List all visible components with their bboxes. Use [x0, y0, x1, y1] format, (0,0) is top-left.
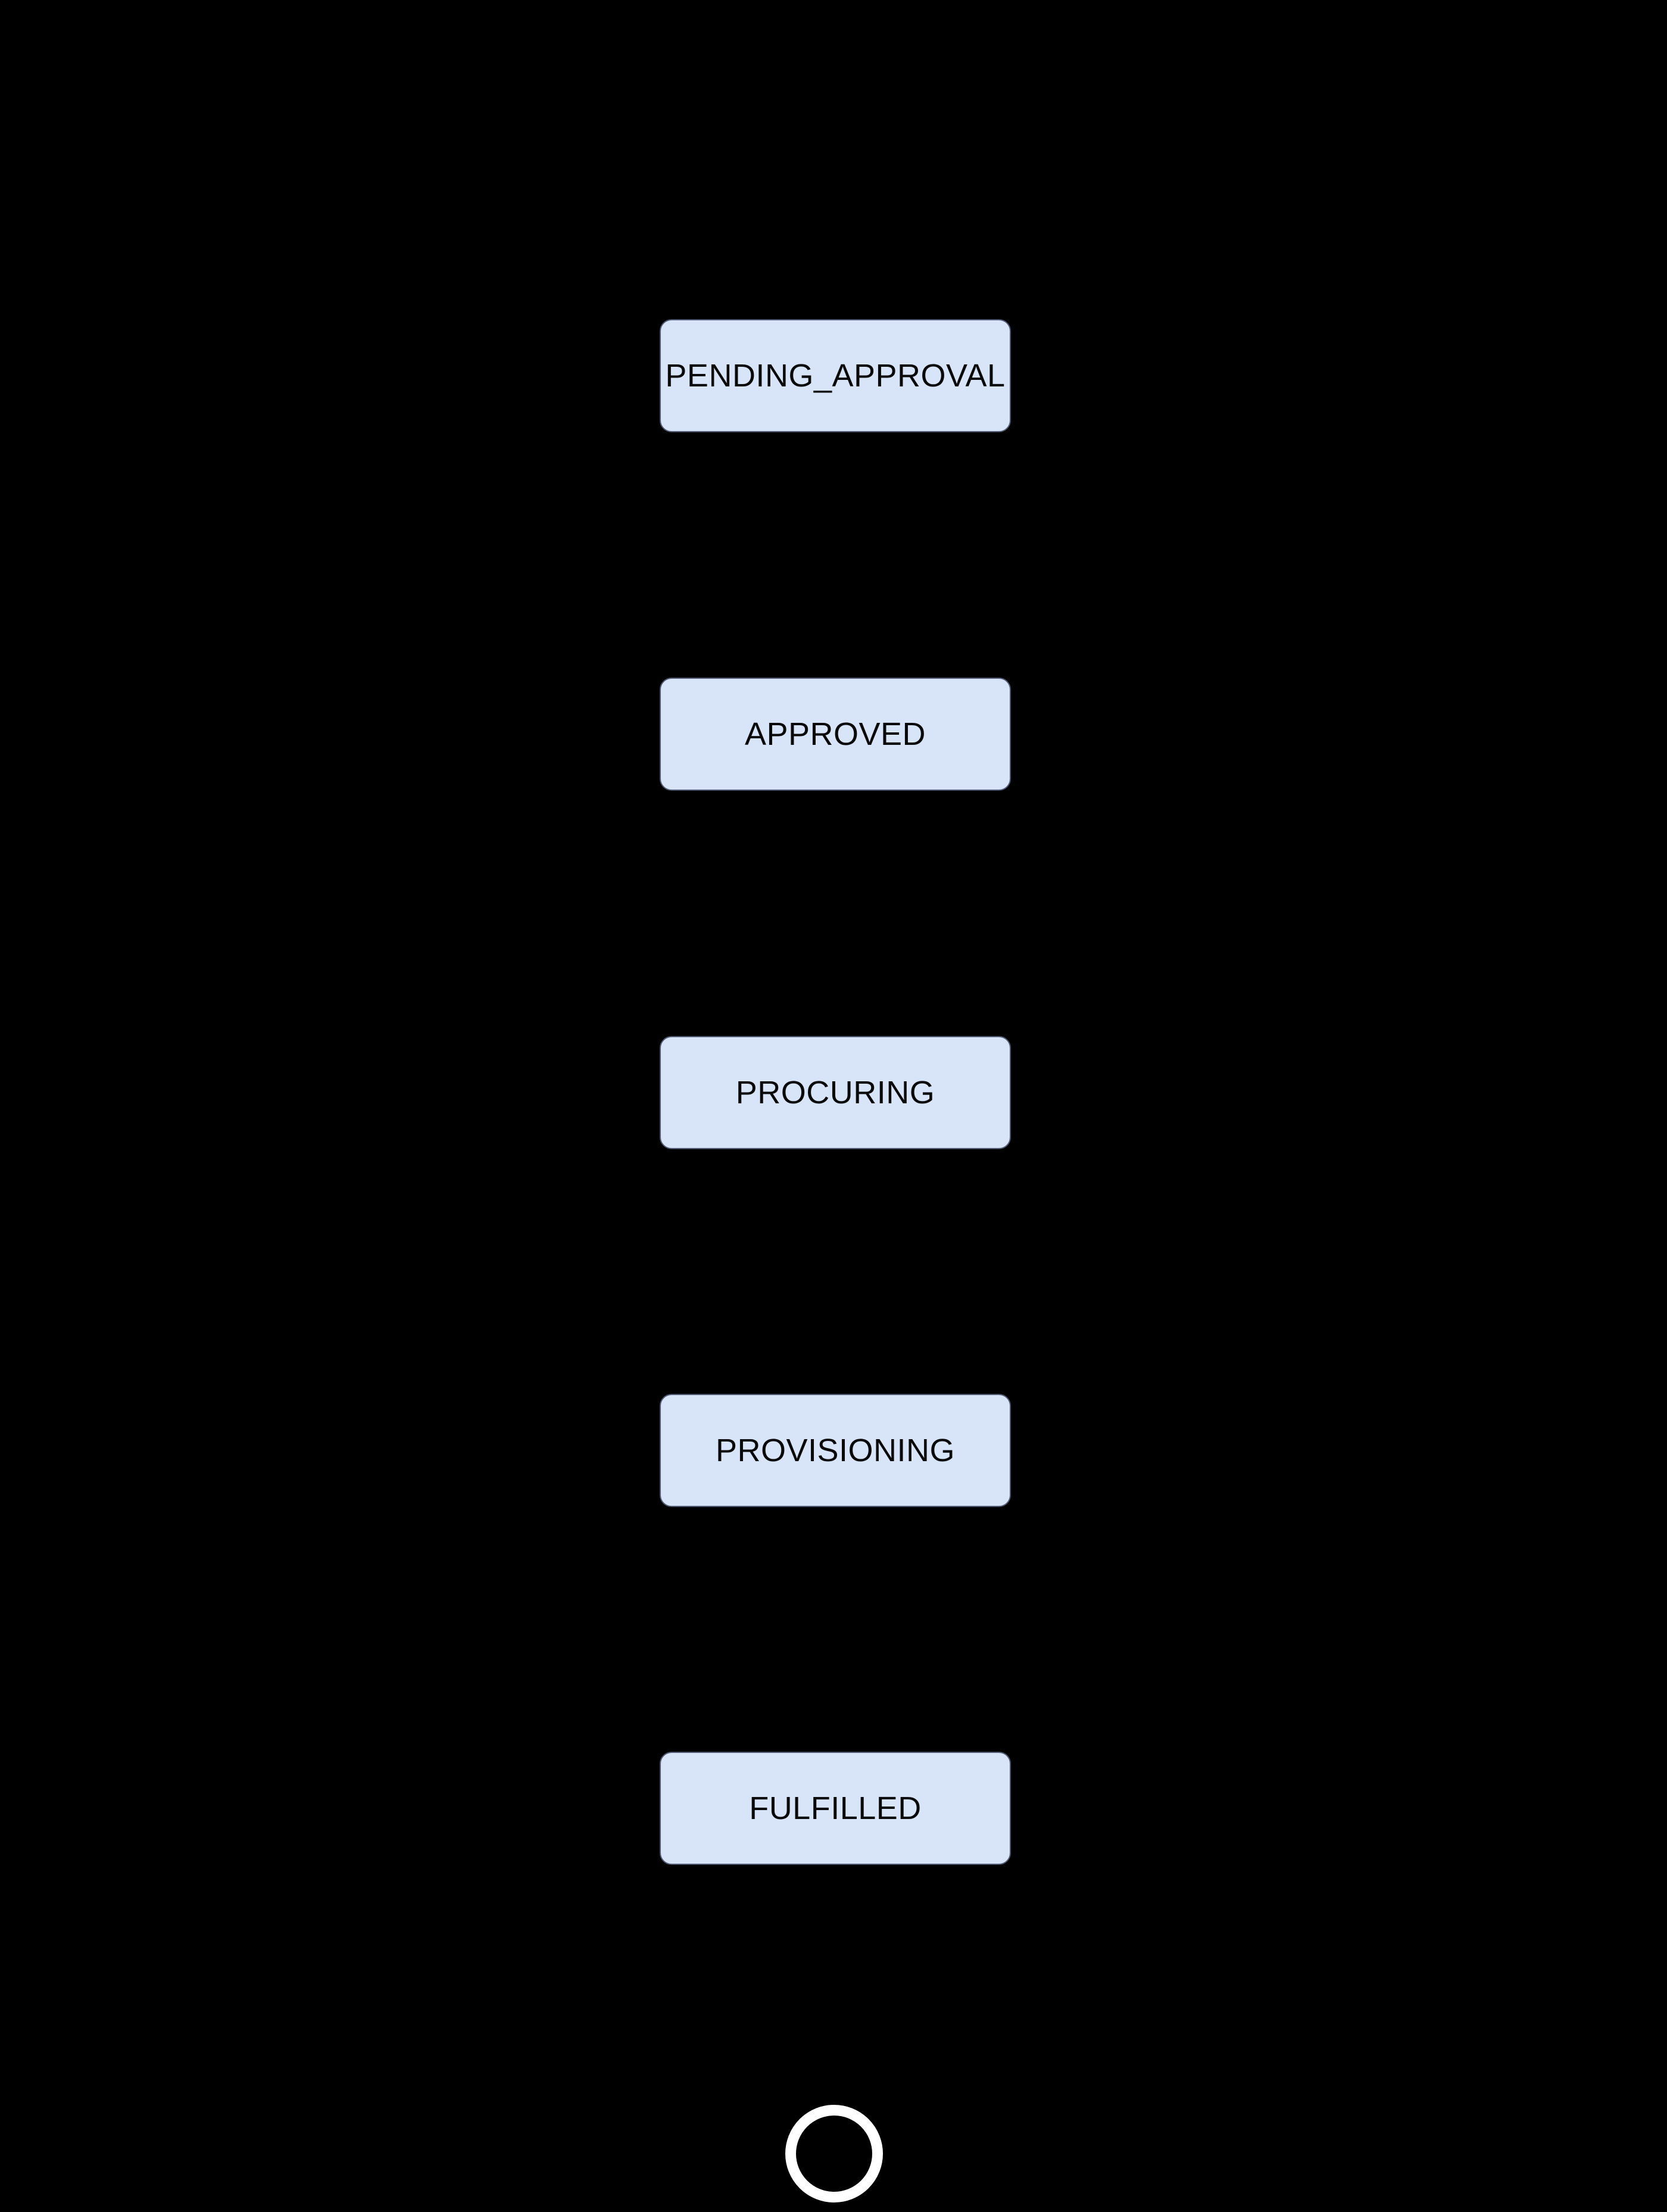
- state-label-approved: APPROVED: [744, 716, 926, 752]
- end-state-circle-icon: [785, 2105, 883, 2202]
- state-node-pending-approval: PENDING_APPROVAL: [660, 319, 1011, 432]
- state-label-pending-approval: PENDING_APPROVAL: [665, 358, 1006, 394]
- state-label-fulfilled: FULFILLED: [749, 1790, 922, 1826]
- state-label-procuring: PROCURING: [735, 1075, 935, 1110]
- state-node-procuring: PROCURING: [660, 1036, 1011, 1149]
- state-node-fulfilled: FULFILLED: [660, 1752, 1011, 1865]
- state-label-provisioning: PROVISIONING: [715, 1433, 956, 1468]
- state-node-provisioning: PROVISIONING: [660, 1394, 1011, 1507]
- state-node-approved: APPROVED: [660, 678, 1011, 791]
